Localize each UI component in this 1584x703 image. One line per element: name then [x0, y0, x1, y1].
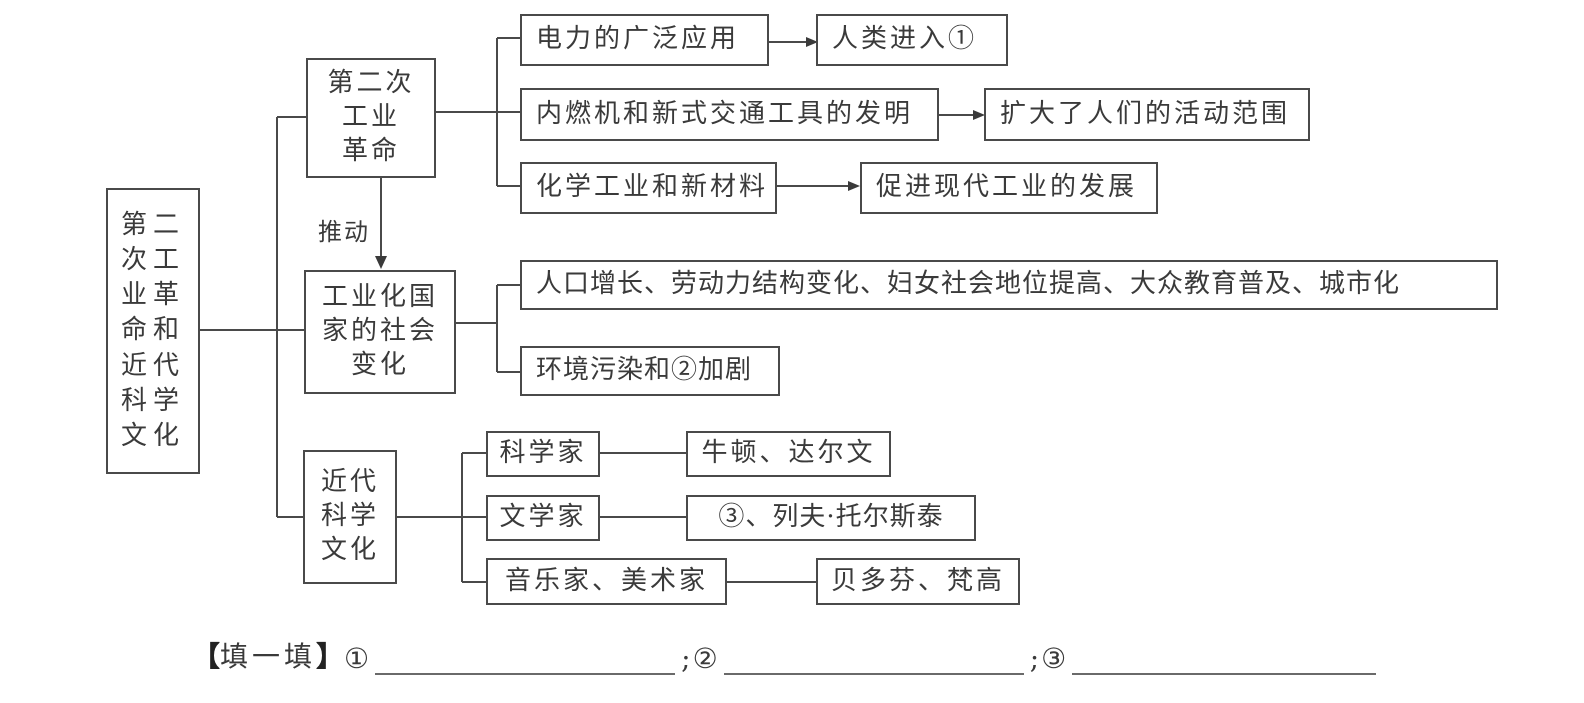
root-label: 第二 次工 业革 命和 近代 科学 文化: [120, 210, 185, 451]
fill-in-section: 【 填一填 】 ① ; ② ; ③: [192, 635, 1380, 675]
blank-input-1[interactable]: [375, 643, 676, 675]
category-writers: 文学家: [486, 495, 600, 541]
node-science-culture: 近代 科学 文化: [303, 450, 397, 584]
blank-marker-3: ③: [1041, 642, 1067, 675]
people-writers: ③、列夫·托尔斯泰: [686, 495, 976, 541]
science-culture-label: 近代 科学 文化: [320, 467, 379, 565]
blank-separator: ;: [1029, 642, 1040, 675]
cause-chemical-industry: 化学工业和新材料: [520, 162, 777, 214]
fill-in-bracket-close: 】: [316, 640, 345, 673]
cause-electricity: 电力的广泛应用: [520, 14, 769, 66]
root-node: 第二 次工 业革 命和 近代 科学 文化: [106, 188, 200, 474]
fill-in-bracket-open: 【: [192, 640, 221, 673]
arrowhead-2: [973, 110, 985, 120]
blank-marker-1: ①: [344, 642, 370, 675]
arrowhead-push: [375, 256, 387, 269]
people-musicians-artists: 贝多芬、梵高: [816, 558, 1020, 605]
social-change-item-1: 人口增长、劳动力结构变化、妇女社会地位提高、大众教育普及、城市化: [520, 260, 1498, 310]
blank-marker-2: ②: [692, 642, 718, 675]
node-industrial-revolution: 第二次 工业 革命: [306, 58, 436, 178]
node-social-change: 工业化国 家的社会 变化: [304, 270, 456, 394]
arrowhead-1: [806, 37, 818, 47]
effect-combustion-engine: 扩大了人们的活动范围: [984, 88, 1310, 141]
people-scientists: 牛顿、达尔文: [686, 431, 891, 477]
push-label: 推动: [318, 218, 370, 246]
category-musicians-artists: 音乐家、美术家: [486, 558, 727, 605]
fill-in-title: 填一填: [220, 640, 317, 673]
social-change-item-2: 环境污染和②加剧: [520, 346, 780, 396]
blank-input-2[interactable]: [723, 643, 1024, 675]
social-change-label: 工业化国 家的社会 变化: [321, 282, 438, 380]
cause-combustion-engine: 内燃机和新式交通工具的发明: [520, 88, 939, 141]
arrowhead-3: [848, 181, 860, 191]
category-scientists: 科学家: [486, 431, 600, 477]
blank-separator: ;: [681, 642, 691, 675]
blank-input-3[interactable]: [1072, 643, 1377, 675]
effect-chemical-industry: 促进现代工业的发展: [860, 162, 1158, 214]
effect-electricity: 人类进入①: [816, 14, 1008, 66]
industrial-revolution-label: 第二次 工业 革命: [327, 68, 415, 166]
